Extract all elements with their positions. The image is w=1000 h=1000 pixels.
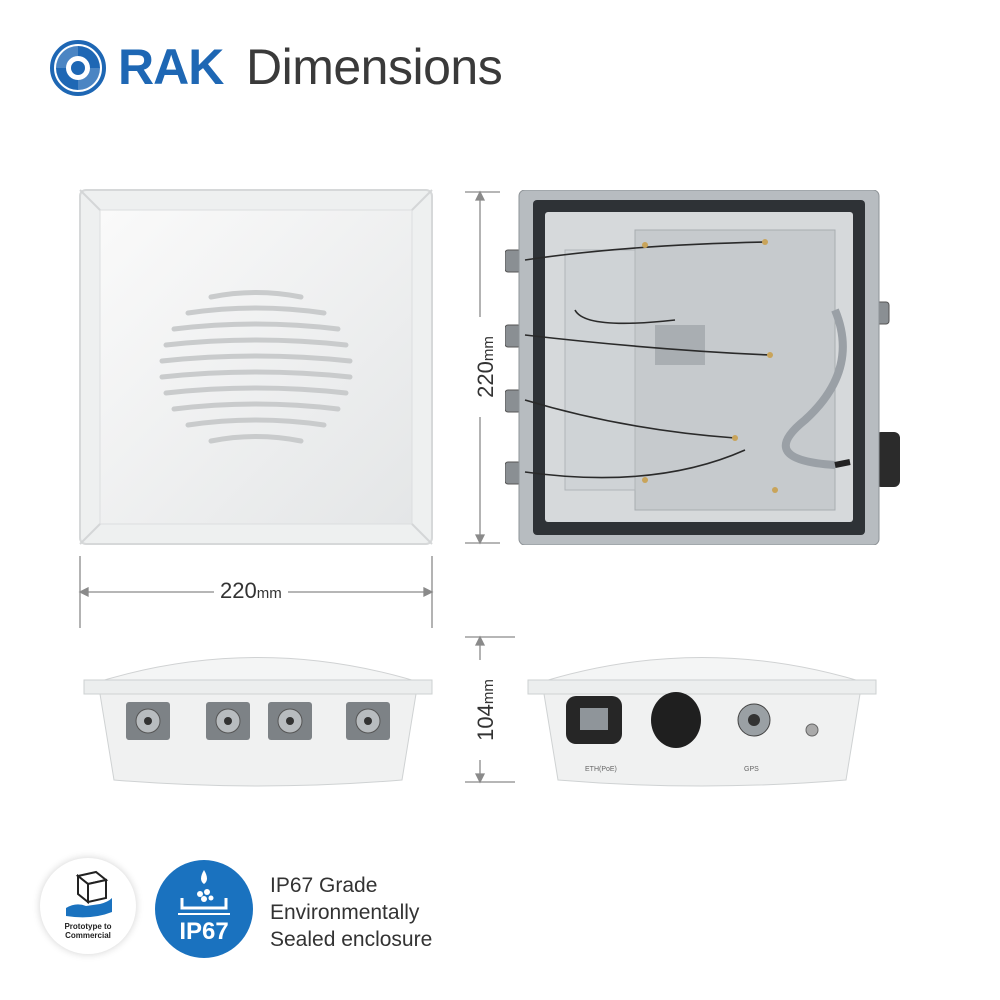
depth-dimension-label: 104mm (473, 660, 499, 760)
height-dimension-label: 220mm (473, 317, 499, 417)
gps-port-label: GPS (744, 766, 759, 773)
side-view-ports-image (527, 657, 877, 787)
brand-name: RAK (118, 39, 224, 95)
height-value: 220 (473, 361, 498, 398)
prototype-text-line1: Prototype to (64, 922, 112, 931)
depth-value: 104 (473, 704, 498, 741)
water-dust-icon (178, 870, 230, 915)
ip67-badge: IP67 (155, 860, 253, 958)
front-view-image (79, 189, 433, 545)
prototype-badge: Prototype to Commercial (40, 858, 136, 954)
feature-line-1: IP67 Grade (270, 874, 378, 897)
feature-line-2: Environmentally (270, 901, 420, 924)
eth-port-label: ETH(PoE) (585, 766, 617, 773)
inside-view-image (505, 190, 900, 545)
height-unit: mm (480, 336, 497, 362)
width-value: 220 (220, 578, 257, 603)
rak-logo-icon (50, 40, 106, 96)
width-unit: mm (256, 585, 282, 602)
ip67-badge-label: IP67 (179, 918, 229, 945)
feature-line-3: Sealed enclosure (270, 928, 433, 951)
box-hand-icon (66, 870, 112, 918)
feature-description: IP67 Grade Environmentally Sealed enclos… (270, 872, 432, 953)
side-view-connectors-image (83, 657, 433, 787)
prototype-text-line2: Commercial (65, 931, 111, 940)
depth-unit: mm (480, 679, 497, 705)
page-title: Dimensions (246, 39, 503, 95)
width-dimension-label: 220mm (214, 578, 288, 604)
